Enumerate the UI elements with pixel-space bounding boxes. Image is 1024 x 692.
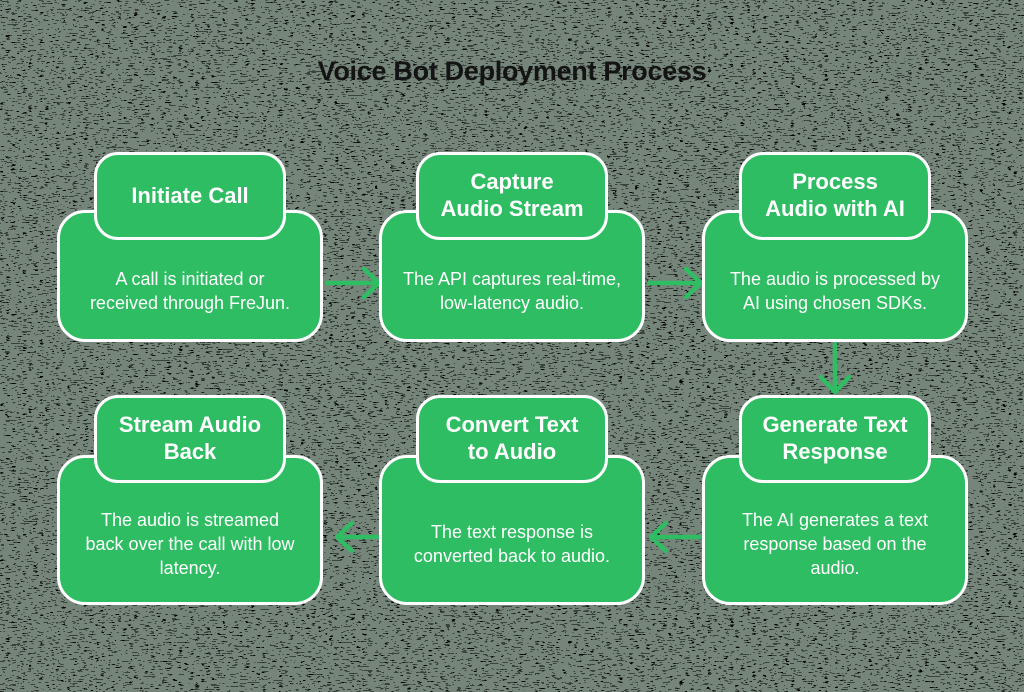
step-description: A call is initiated or received through … — [89, 268, 291, 313]
step-title: Process Audio with AI — [765, 169, 905, 221]
arrow-right-icon — [646, 266, 704, 300]
step-title: Generate Text Response — [762, 412, 908, 464]
step-description: The audio is streamed back over the call… — [85, 509, 295, 579]
step-title-box: Initiate Call — [94, 152, 286, 240]
step-desc-box: The AI generates a text response based o… — [702, 455, 968, 605]
step-description: The API captures real-time, low-latency … — [402, 268, 622, 313]
step-title-box: Convert Text to Audio — [416, 395, 608, 483]
diagram-title: Voice Bot Deployment Process — [317, 56, 707, 86]
step-title: Initiate Call — [131, 182, 249, 208]
arrow-down-icon — [818, 341, 852, 395]
step-title: Capture Audio Stream — [440, 169, 584, 221]
step-title-box: Generate Text Response — [739, 395, 931, 483]
step-description: The audio is processed by AI using chose… — [729, 268, 941, 313]
arrow-right-icon — [324, 266, 382, 300]
step-description: The text response is converted back to a… — [413, 521, 611, 566]
arrow-left-icon — [334, 520, 381, 554]
step-title: Convert Text to Audio — [445, 412, 579, 464]
step-title: Stream Audio Back — [118, 412, 262, 464]
step-title-box: Capture Audio Stream — [416, 152, 608, 240]
arrow-left-icon — [648, 520, 705, 554]
step-title-box: Process Audio with AI — [739, 152, 931, 240]
step-title-box: Stream Audio Back — [94, 395, 286, 483]
step-description: The AI generates a text response based o… — [741, 509, 929, 579]
